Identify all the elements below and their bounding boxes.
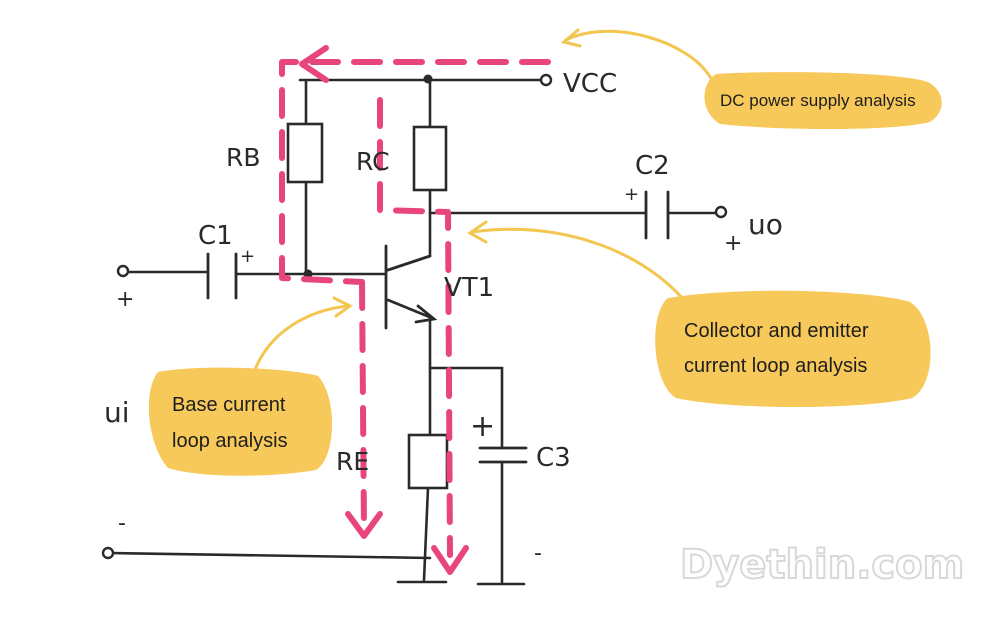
base-callout-arrowhead	[332, 296, 353, 318]
resistors	[286, 122, 449, 490]
output-terminal	[714, 205, 728, 219]
power-supply-loop	[279, 59, 551, 285]
transistor-emitter-leg	[386, 298, 434, 320]
c3-top-wire	[428, 366, 504, 450]
output-plus-sign: +	[724, 231, 742, 256]
dc-supply-callout-text: DC power supply analysis	[720, 91, 916, 110]
collector-emitter-loop	[377, 97, 453, 558]
c3-plus-sign: +	[470, 409, 495, 444]
input-plus-sign: +	[116, 287, 134, 312]
base-callout-line2: loop analysis	[172, 430, 288, 452]
dc-callout-arrowhead	[560, 28, 582, 48]
collector-callout-arrow	[470, 227, 686, 302]
capacitors	[206, 190, 670, 464]
c1-plus-sign: +	[240, 246, 255, 267]
circuit-wires	[108, 78, 718, 586]
collector-callout-arrowhead	[467, 220, 488, 244]
callout-arrows	[252, 28, 714, 374]
rb-label: RB	[226, 143, 261, 172]
c2-plus-sign: +	[624, 184, 639, 205]
callout-texts: DC power supply analysis Collector and e…	[172, 91, 916, 452]
re-label: RE	[336, 447, 369, 476]
ground-wire	[108, 551, 432, 560]
resistor-rb	[286, 122, 324, 184]
rc-label: RC	[356, 147, 390, 176]
dc-callout-arrow	[564, 29, 714, 82]
c2-label: C2	[635, 151, 670, 181]
collector-callout-line2: current loop analysis	[684, 355, 867, 377]
component-labels: VCC RB RC RE C1 C2 C3 VT1 ui uo + - + - …	[104, 69, 783, 566]
transistor-emitter-arrow	[414, 304, 438, 324]
c1-label: C1	[198, 221, 233, 251]
power-loop-arrowhead	[299, 45, 329, 83]
vcc-junction-dot	[423, 74, 433, 84]
collector-callout-line1: Collector and emitter	[684, 320, 869, 342]
re-bottom-wire	[422, 486, 430, 582]
callout-bubbles	[148, 72, 942, 476]
ground-terminal	[101, 546, 115, 560]
collector-loop-bubble	[655, 290, 931, 407]
vcc-label: VCC	[563, 69, 617, 99]
vcc-terminal	[539, 73, 553, 87]
input-minus-sign: -	[118, 511, 126, 536]
input-terminal	[116, 264, 130, 278]
watermark: Dyethin.com	[680, 542, 964, 588]
loop-arrowheads	[299, 45, 469, 575]
base-current-loop	[359, 279, 367, 533]
terminals	[101, 73, 728, 560]
ui-label: ui	[104, 396, 130, 429]
c3-label: C3	[536, 443, 571, 473]
base-loop-arrowhead	[345, 511, 383, 539]
current-loops	[279, 59, 551, 558]
base-loop-bubble	[148, 367, 333, 476]
dc-supply-bubble	[704, 72, 942, 129]
resistor-re	[407, 433, 449, 490]
resistor-rc	[412, 125, 448, 192]
base-callout-line1: Base current	[172, 394, 286, 416]
uo-label: uo	[748, 208, 783, 241]
output-minus-sign: -	[534, 541, 542, 566]
vt1-label: VT1	[444, 273, 494, 303]
transistor-vt1	[384, 244, 438, 330]
transistor-collector-leg	[386, 254, 432, 272]
collector-loop-arrowhead	[431, 545, 469, 575]
base-callout-arrow	[252, 304, 350, 374]
